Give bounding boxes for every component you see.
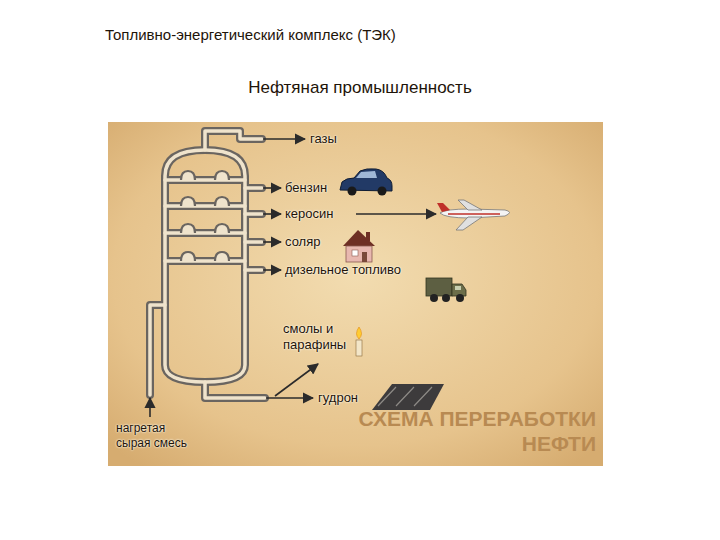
subtitle: Нефтяная промышленность — [0, 78, 720, 98]
truck-icon — [426, 278, 466, 302]
bubble-cap — [181, 252, 195, 261]
column-outline — [150, 131, 265, 398]
product-label: керосин — [285, 206, 333, 222]
product-label: соляр — [285, 234, 320, 250]
asphalt-road-icon — [372, 384, 444, 410]
bubble-cap — [181, 197, 195, 206]
bubble-cap — [215, 197, 229, 206]
input-label: нагретая сырая смесь — [116, 421, 198, 451]
column-inner — [150, 131, 265, 398]
bubble-cap — [215, 252, 229, 261]
car-icon — [340, 169, 392, 196]
product-label: гудрон — [318, 390, 358, 406]
product-label: бензин — [285, 180, 327, 196]
bubble-caps — [181, 171, 229, 261]
background-panel — [108, 122, 603, 466]
plane-icon — [437, 200, 510, 230]
bubble-cap — [181, 171, 195, 180]
product-label: смолы и парафины — [283, 321, 357, 353]
product-label: дизельное топливо — [285, 262, 401, 278]
page-title: Топливно-энергетический комплекс (ТЭК) — [105, 26, 396, 44]
product-label: газы — [310, 131, 337, 147]
flow-arrows — [150, 139, 436, 417]
house-icon — [343, 230, 375, 262]
bubble-cap — [181, 224, 195, 233]
candle-icon — [356, 327, 362, 356]
bubble-cap — [215, 171, 229, 180]
bubble-cap — [215, 224, 229, 233]
watermark: СХЕМА ПЕРЕРАБОТКИ НЕФТИ — [336, 406, 596, 456]
